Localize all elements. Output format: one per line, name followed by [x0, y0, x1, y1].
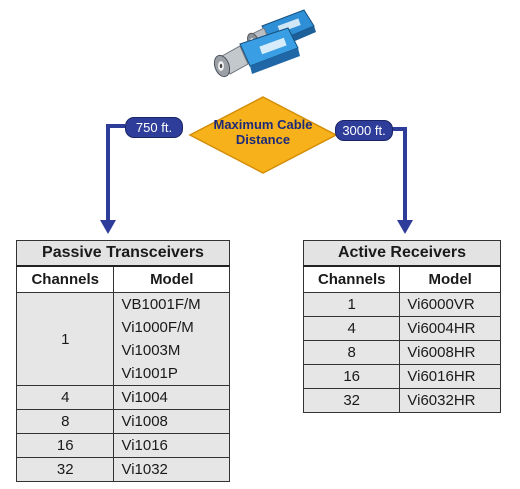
table-title: Passive Transceivers: [16, 240, 230, 267]
model-name: Vi1001P: [121, 365, 178, 382]
model-cell: Vi6016HR: [399, 364, 501, 389]
passive-transceivers-table: Passive Transceivers Channels Model 1 VB…: [15, 240, 230, 482]
balun-front: [213, 27, 300, 78]
model-cell: Vi6000VR: [399, 292, 501, 317]
table-row: 32 Vi1032: [15, 457, 230, 482]
decision-label: Maximum Cable Distance: [188, 117, 338, 147]
column-header-model: Model: [113, 265, 230, 293]
right-arrowhead: [397, 220, 413, 234]
channels-cell: 32: [302, 388, 401, 413]
channels-cell: 4: [15, 385, 115, 410]
table-row: 1 Vi6000VR: [302, 292, 501, 317]
model-cell: VB1001F/M Vi1000F/M Vi1003M Vi1001P: [113, 292, 230, 386]
channels-cell: 32: [15, 457, 115, 482]
model-cell: Vi1016: [113, 433, 230, 458]
model-name: Vi1003M: [121, 342, 181, 359]
channels-cell: 1: [15, 292, 115, 386]
table-row: 32 Vi6032HR: [302, 388, 501, 413]
column-header-model: Model: [399, 265, 501, 293]
table-row: 4 Vi1004: [15, 385, 230, 410]
channels-cell: 4: [302, 316, 401, 341]
decision-label-line-2: Distance: [235, 132, 291, 147]
video-balun-pair-icon: [213, 9, 316, 78]
left-arrowhead: [100, 220, 116, 234]
table-row: 4 Vi6004HR: [302, 316, 501, 341]
distance-label-active: 3000 ft.: [335, 120, 393, 141]
decision-diamond: [188, 96, 338, 174]
model-cell: Vi6004HR: [399, 316, 501, 341]
model-name: Vi1000F/M: [121, 319, 194, 336]
channels-cell: 1: [302, 292, 401, 317]
active-receivers-table: Active Receivers Channels Model 1 Vi6000…: [302, 240, 501, 413]
model-cell: Vi6008HR: [399, 340, 501, 365]
table-row: 16 Vi6016HR: [302, 364, 501, 389]
decision-label-line-1: Maximum Cable: [213, 117, 313, 132]
table-row: 8 Vi6008HR: [302, 340, 501, 365]
column-header-channels: Channels: [15, 265, 115, 293]
model-cell: Vi6032HR: [399, 388, 501, 413]
model-cell: Vi1008: [113, 409, 230, 434]
distance-label-passive: 750 ft.: [125, 117, 183, 138]
left-connector: [106, 124, 125, 222]
channels-cell: 16: [15, 433, 115, 458]
model-cell: Vi1032: [113, 457, 230, 482]
table-title: Active Receivers: [303, 240, 501, 267]
table-row: 1 VB1001F/M Vi1000F/M Vi1003M Vi1001P: [15, 292, 230, 386]
channels-cell: 16: [302, 364, 401, 389]
column-header-channels: Channels: [302, 265, 401, 293]
model-name: VB1001F/M: [121, 296, 201, 313]
model-cell: Vi1004: [113, 385, 230, 410]
channels-cell: 8: [302, 340, 401, 365]
channels-cell: 8: [15, 409, 115, 434]
table-row: 16 Vi1016: [15, 433, 230, 458]
table-row: 8 Vi1008: [15, 409, 230, 434]
right-connector: [390, 127, 407, 222]
